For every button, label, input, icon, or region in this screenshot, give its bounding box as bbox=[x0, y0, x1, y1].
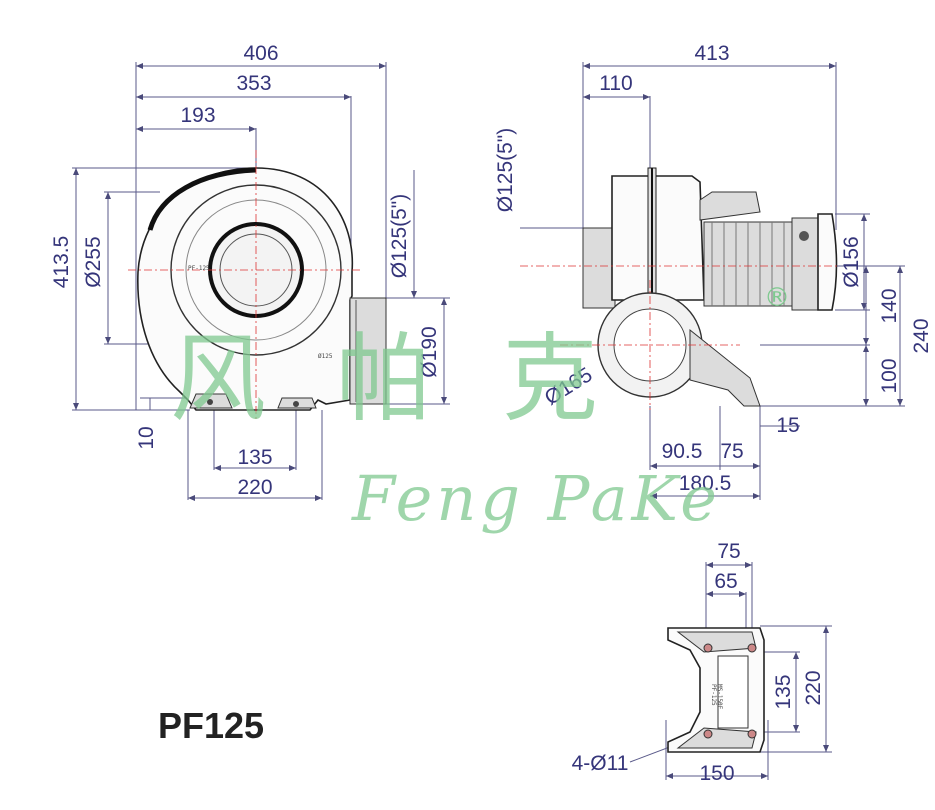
registered-mark-icon: ® bbox=[764, 283, 790, 313]
side-dim-240: 240 bbox=[910, 318, 933, 353]
side-dim-90-5: 90.5 bbox=[662, 440, 703, 463]
base-dim-220: 220 bbox=[802, 670, 825, 705]
base-view: PF-125 MS-150E 75 65 135 220 150 4-Ø11 bbox=[572, 540, 832, 785]
front-dim-220: 220 bbox=[237, 476, 272, 499]
model-label: PF125 bbox=[158, 705, 264, 746]
side-dim-75: 75 bbox=[720, 440, 743, 463]
base-plate-line2: MS-150E bbox=[716, 684, 723, 710]
side-dim-100: 100 bbox=[878, 358, 901, 393]
front-dim-413-5: 413.5 bbox=[50, 236, 73, 289]
base-dim-holes: 4-Ø11 bbox=[572, 752, 629, 775]
front-view: PF-125 Ø125 406 353 193 413.5 Ø255 Ø125(… bbox=[50, 42, 450, 501]
side-dim-413: 413 bbox=[694, 42, 729, 65]
side-dim-110: 110 bbox=[599, 72, 632, 95]
base-dim-65: 65 bbox=[714, 570, 737, 593]
base-dim-150: 150 bbox=[699, 762, 734, 785]
front-dim-353: 353 bbox=[236, 72, 271, 95]
watermark-latin: Feng PaKe bbox=[351, 462, 721, 535]
front-dim-193: 193 bbox=[180, 104, 215, 127]
front-plate-diameter: Ø125 bbox=[318, 353, 333, 360]
front-dim-d190: Ø190 bbox=[418, 326, 441, 377]
base-dim-75: 75 bbox=[717, 540, 740, 563]
base-plate-line1: PF-125 bbox=[710, 684, 717, 706]
watermark-chinese: 风帕克 bbox=[170, 323, 668, 435]
front-plate-model: PF-125 bbox=[188, 265, 210, 272]
base-dim-135: 135 bbox=[772, 674, 795, 709]
front-dim-135: 135 bbox=[237, 446, 272, 469]
front-dim-d255: Ø255 bbox=[82, 236, 105, 287]
front-dim-d125: Ø125(5") bbox=[388, 194, 411, 279]
side-dim-180-5: 180.5 bbox=[679, 472, 732, 495]
watermark: 风帕克 Feng PaKe ® bbox=[170, 283, 790, 535]
side-dim-140: 140 bbox=[878, 288, 901, 323]
front-dim-10: 10 bbox=[135, 426, 158, 449]
side-dim-d125: Ø125(5") bbox=[494, 128, 517, 213]
side-dim-15: 15 bbox=[776, 414, 799, 437]
side-view: 413 110 Ø125(5") Ø156 140 240 100 Ø165 1… bbox=[494, 42, 933, 500]
side-dim-d156: Ø156 bbox=[840, 236, 863, 287]
front-dim-406: 406 bbox=[243, 42, 278, 65]
